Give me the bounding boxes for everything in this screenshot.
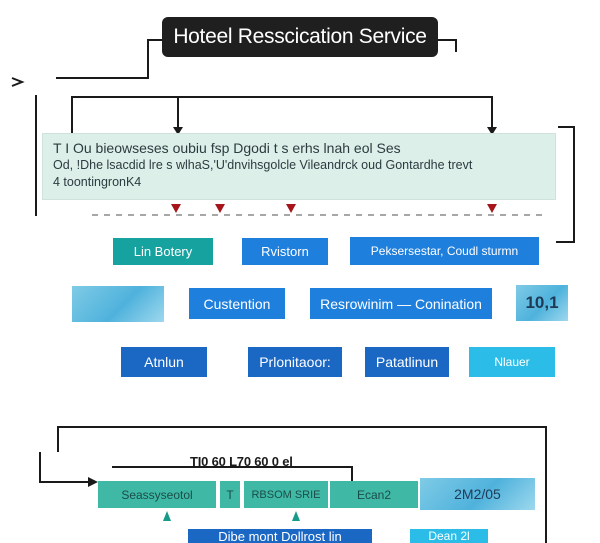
timeline-cell-4[interactable]: Ecan2 (330, 481, 418, 508)
timeline-cell-2[interactable]: T (220, 481, 240, 508)
flow-arrow-icon (487, 204, 497, 213)
node-label: Dibe mont Dollrost lin (218, 529, 342, 543)
node-row3-d[interactable]: Nlauer (469, 347, 555, 377)
description-panel: T I Ou bieowseses oubiu fsp Dgodi t s er… (42, 133, 556, 200)
node-row3-c[interactable]: Patatlinun (365, 347, 449, 377)
node-row1-c[interactable]: Peksersestar, Coudl sturmn (350, 237, 539, 265)
node-row1-b[interactable]: Rvistorn (242, 238, 328, 265)
node-row2-b[interactable]: Resrowinim — Conination (310, 288, 492, 319)
diagram-title-text: Hoteel Resscication Service (173, 25, 427, 48)
tile-label: 10,1 (525, 293, 559, 312)
node-row1-a[interactable]: Lin Botery (113, 238, 213, 265)
cell-label: Ecan2 (356, 487, 392, 502)
node-label: Resrowinim — Conination (320, 295, 482, 312)
image-tile-right: 10,1 (516, 285, 568, 321)
side-chevron-icon: › (6, 70, 7, 71)
node-label: Peksersestar, Coudl sturmn (370, 244, 519, 258)
footer-node-a[interactable]: Dibe mont Dollrost lin (188, 529, 372, 543)
node-label: Atnlun (144, 354, 184, 370)
node-row3-a[interactable]: Atnlun (121, 347, 207, 377)
description-line-3: 4 toontingronK4 (53, 175, 142, 189)
timeline-header: TI0 60 L70 60 0 el (190, 454, 293, 469)
timeline-marker-icon (292, 511, 300, 521)
description-line-1: T I Ou bieowseses oubiu fsp Dgodi t s er… (53, 140, 401, 156)
footer-node-b[interactable]: Dean 2l (410, 529, 488, 543)
node-label: Prlonitaoor: (259, 354, 331, 370)
description-line-2: Od, !Dhe lsacdid lre s wlhaS,'U'dnvihsgo… (53, 158, 473, 172)
node-label: Patatlinun (375, 354, 439, 370)
cell-label: 2M2/05 (454, 486, 501, 502)
image-tile-left (72, 286, 164, 322)
cell-label: RBSOM SRIE (251, 488, 321, 501)
node-label: Lin Botery (133, 244, 193, 259)
node-label: Custention (203, 295, 271, 312)
timeline-cell-1[interactable]: Seassyseotol (98, 481, 216, 508)
node-row2-a[interactable]: Custention (189, 288, 285, 319)
flow-arrow-icon (215, 204, 225, 213)
flow-arrow-icon (286, 204, 296, 213)
node-label: Dean 2l (428, 529, 470, 543)
node-row3-b[interactable]: Prlonitaoor: (248, 347, 342, 377)
cell-label: Seassyseotol (121, 487, 193, 502)
node-label: Nlauer (494, 355, 530, 369)
timeline-date-cell[interactable]: 2M2/05 (420, 478, 535, 510)
node-label: Rvistorn (261, 244, 309, 259)
timeline-cell-3[interactable]: RBSOM SRIE (244, 481, 328, 508)
timeline-marker-icon (163, 511, 171, 521)
flow-arrow-icon (171, 204, 181, 213)
diagram-title: Hoteel Resscication Service (162, 17, 438, 57)
cell-label: T (226, 487, 234, 502)
